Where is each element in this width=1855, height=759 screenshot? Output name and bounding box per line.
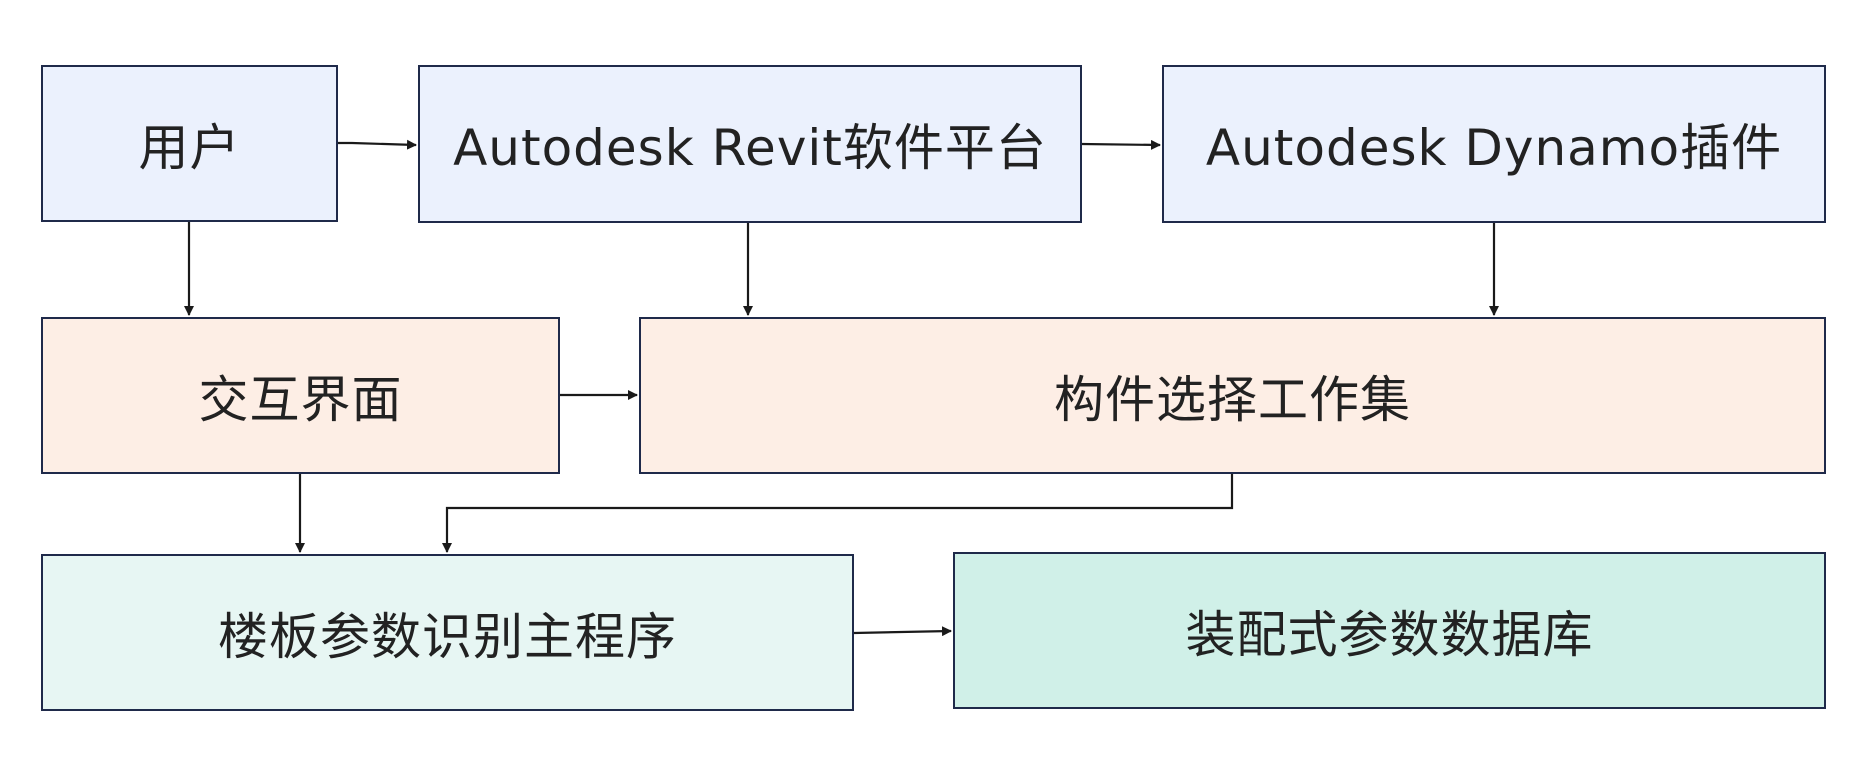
node-interface: 交互界面 (41, 317, 560, 474)
edge-user-to-revit (338, 139, 417, 150)
node-revit-platform: Autodesk Revit软件平台 (418, 65, 1082, 223)
node-interface-label: 交互界面 (198, 370, 403, 429)
node-revit-platform-label: Autodesk Revit软件平台 (453, 119, 1047, 177)
node-workset-label: 构件选择工作集 (1054, 370, 1411, 429)
edge-main-to-database (853, 626, 952, 637)
node-main-program-label: 楼板参数识别主程序 (218, 607, 677, 666)
node-workset: 构件选择工作集 (639, 317, 1826, 474)
node-user-label: 用户 (138, 118, 241, 177)
node-main-program: 楼板参数识别主程序 (41, 554, 854, 711)
node-dynamo-plugin: Autodesk Dynamo插件 (1162, 65, 1826, 223)
edge-workset-to-main (442, 474, 1234, 553)
node-user: 用户 (41, 65, 338, 222)
node-database-label: 装配式参数数据库 (1185, 605, 1594, 664)
edge-revit-to-dynamo (1081, 139, 1161, 150)
node-database: 装配式参数数据库 (953, 552, 1826, 709)
node-dynamo-plugin-label: Autodesk Dynamo插件 (1205, 119, 1783, 177)
